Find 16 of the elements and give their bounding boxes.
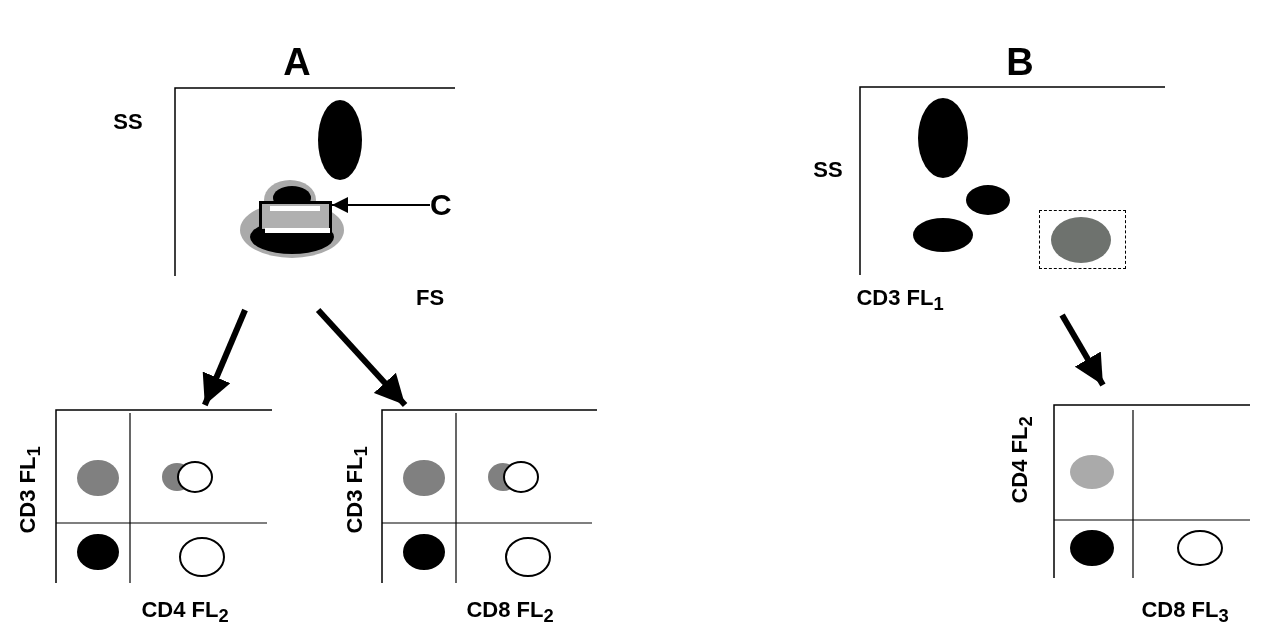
gate-box [259, 201, 332, 232]
axis-label: CD4 FL$_{2}$ [141, 598, 229, 626]
axis-label: CD8 FL$_{3}$ [1141, 598, 1229, 626]
arrow [315, 307, 408, 408]
arrow [202, 308, 248, 407]
panel-letter: A [283, 43, 311, 81]
axis-label: CD3 FL$_{1}$ [856, 286, 944, 314]
gate-box [1039, 210, 1126, 269]
axis-label: CD8 FL$_{2}$ [466, 598, 554, 626]
leader-arrow [331, 197, 431, 214]
axis-label: SS [813, 159, 843, 181]
axis-label: SS [113, 111, 143, 133]
axis-label: FS [415, 287, 445, 309]
arrow [1059, 313, 1106, 387]
gate-label: C [430, 190, 452, 220]
panel-letter: B [1006, 43, 1034, 81]
